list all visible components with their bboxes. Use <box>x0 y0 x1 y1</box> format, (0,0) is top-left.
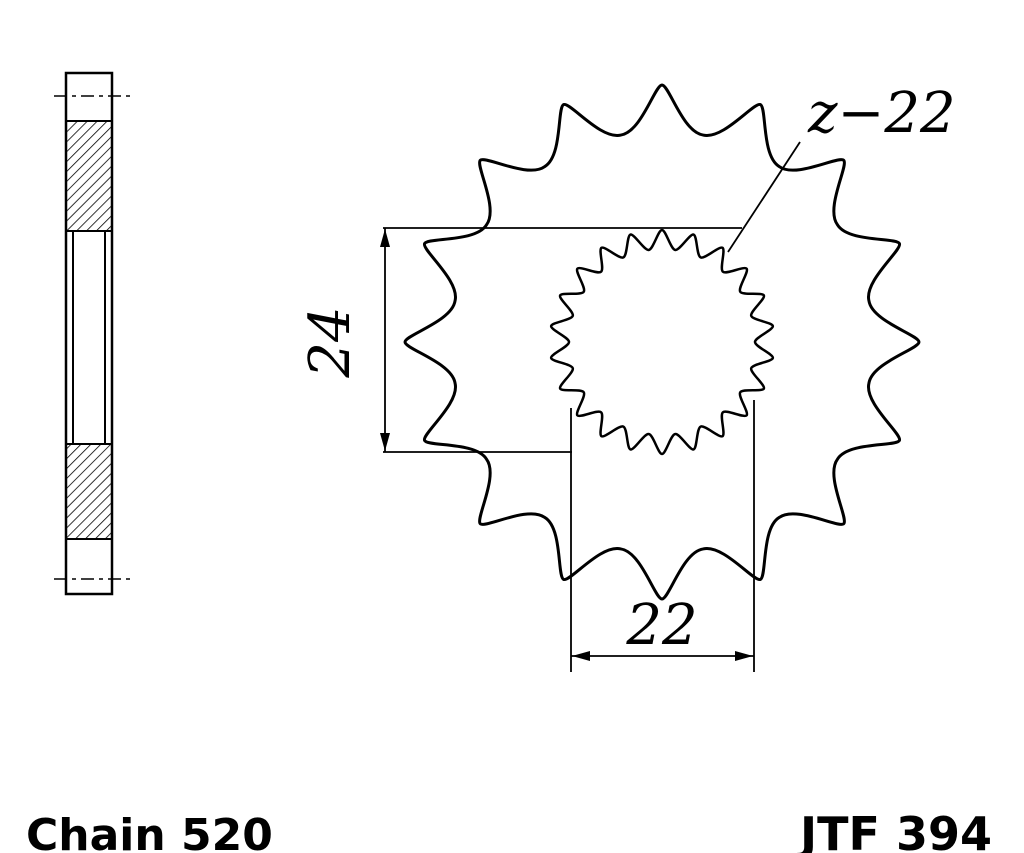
dimension-22-label: 22 <box>625 593 697 658</box>
leader-line <box>727 141 801 253</box>
dimension-24-label: 24 <box>298 306 363 378</box>
sprocket-front-view <box>403 83 921 601</box>
arrowhead-left <box>572 651 590 661</box>
spline-bore-path <box>549 228 775 456</box>
chain-size-label: Chain 520 <box>26 810 273 853</box>
arrowhead-right <box>735 651 753 661</box>
spline-count-callout: z−22 <box>727 81 956 253</box>
arrowhead-down <box>380 433 390 451</box>
sprocket-side-view <box>54 71 130 596</box>
hatch-band-bottom <box>66 444 112 539</box>
dimension-22: 22 <box>570 400 755 672</box>
spline-count-label: z−22 <box>807 81 956 146</box>
dimension-24: 24 <box>298 227 742 453</box>
part-number-label: JTF 394 <box>797 807 992 853</box>
hatch-band-top <box>66 121 112 231</box>
arrowhead-up <box>380 229 390 247</box>
side-view-outline <box>64 71 114 596</box>
